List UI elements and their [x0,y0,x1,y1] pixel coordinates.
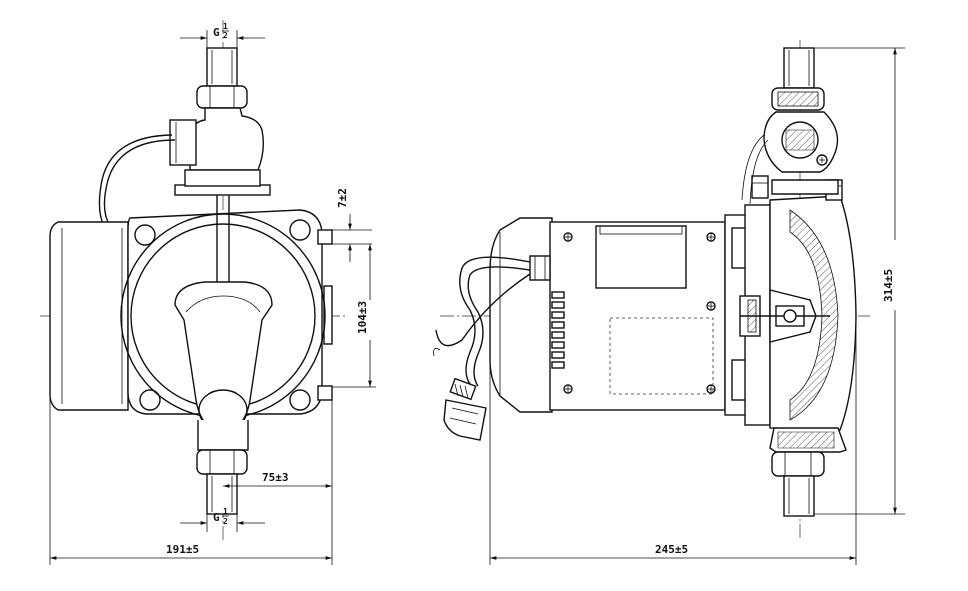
side-pump-volute [740,175,857,431]
inlet-thread-den: 2 [223,31,228,40]
front-width-label: 191±5 [166,543,199,556]
side-view: 314±5 245±5 [433,40,905,565]
outlet-thread-den: 2 [223,517,228,526]
mount-spacing-label: 104±3 [356,301,369,334]
side-inlet-assembly [741,47,839,205]
dim-outlet-offset: 75±3 [223,400,333,492]
front-outlet-taper [174,281,273,451]
inlet-thread-prefix: G [213,26,220,39]
front-motor-body [49,221,129,411]
dim-outlet-thread: G 1 2 [180,507,265,532]
side-power-cable [433,256,531,441]
dim-mount-spacing: 104±3 [332,244,376,388]
side-outlet-assembly [769,427,847,517]
side-motor-body [529,221,726,411]
outlet-thread-num: 1 [223,507,228,516]
side-length-label: 245±5 [655,543,688,556]
outlet-thread-prefix: G [213,511,220,524]
front-view: G 1 2 G 1 2 7±2 104 [40,20,376,565]
inlet-thread-num: 1 [223,22,228,31]
dim-front-width: 191±5 [49,395,333,565]
overall-height-label: 314±5 [882,269,895,302]
dim-side-length: 245±5 [489,330,857,565]
front-cable [103,139,176,227]
front-outlet-pipe [196,449,248,515]
dim-inlet-thread: G 1 2 [180,22,265,48]
dim-tab-offset: 7±2 [322,188,372,262]
side-motor-cap [489,217,553,413]
front-inlet-pipe [169,47,271,196]
side-motor-fins [551,291,565,369]
tab-offset-label: 7±2 [336,188,349,208]
dim-overall-height: 314±5 [814,47,905,515]
outlet-offset-label: 75±3 [262,471,289,484]
